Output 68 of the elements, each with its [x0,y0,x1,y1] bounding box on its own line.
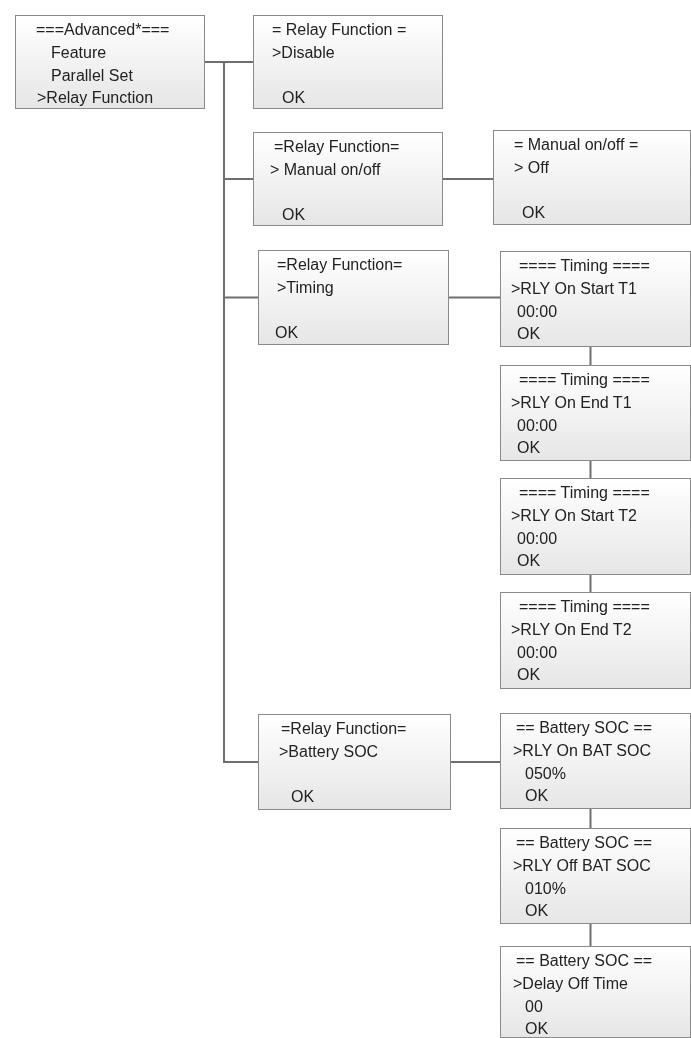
menu-heading: == Battery SOC == [516,833,653,852]
menu-screen-box [493,130,691,225]
menu-line: >RLY Off BAT SOC [513,856,651,875]
menu-line: 00:00 [517,529,558,548]
connector-line [450,761,501,763]
menu-heading: = Relay Function = [272,20,407,39]
menu-line: OK [517,665,541,684]
menu-line: OK [525,901,549,920]
menu-line: Feature [51,43,107,62]
menu-heading: ==== Timing ==== [519,370,650,389]
menu-line: >RLY On Start T1 [511,279,637,298]
menu-line: OK [282,205,306,224]
menu-screen-box [258,714,451,810]
menu-line: >Battery SOC [279,742,379,761]
menu-line: > Manual on/off [270,160,381,179]
connector-line [589,923,592,947]
menu-heading: == Battery SOC == [516,718,653,737]
menu-heading: =Relay Function= [281,719,407,738]
menu-heading: ==== Timing ==== [519,483,650,502]
menu-screen-box [500,592,691,689]
connector-line [589,574,592,593]
menu-screen-box [253,15,443,109]
menu-heading: == Battery SOC == [516,951,653,970]
menu-line: >Timing [277,278,334,297]
menu-line: >Delay Off Time [513,974,628,993]
menu-line: 00:00 [517,643,558,662]
menu-line: 00:00 [517,302,558,321]
menu-line: >RLY On End T2 [511,620,632,639]
menu-line: OK [282,88,306,107]
menu-line: 050% [525,764,566,783]
menu-line: OK [522,203,546,222]
menu-screen-box [258,250,449,345]
menu-heading: = Manual on/off = [514,135,639,154]
connector-line [442,178,494,180]
menu-heading: =Relay Function= [277,255,403,274]
menu-screen-box [500,251,691,347]
menu-screen-box [253,132,443,226]
menu-screen-box [500,828,691,924]
menu-line: >Disable [272,43,335,62]
menu-line: OK [525,1019,549,1038]
menu-heading: ===Advanced*=== [36,20,170,39]
menu-line: >RLY On Start T2 [511,506,637,525]
menu-line: 010% [525,879,566,898]
menu-line: Parallel Set [51,66,133,85]
menu-screen-box [500,478,691,575]
connector-line [589,460,592,479]
menu-line: >RLY On End T1 [511,393,632,412]
menu-line: OK [517,551,541,570]
menu-line: OK [291,787,315,806]
menu-heading: ==== Timing ==== [519,597,650,616]
menu-line: >Relay Function [37,88,154,107]
menu-screen-box [15,15,205,109]
menu-heading: =Relay Function= [274,137,400,156]
menu-line: > Off [514,158,549,177]
menu-heading: ==== Timing ==== [519,256,650,275]
menu-line: OK [275,323,299,342]
connector-line [448,296,501,299]
menu-line: >RLY On BAT SOC [513,741,651,760]
menu-line: OK [517,438,541,457]
menu-screen-box [500,946,691,1038]
menu-screen-box [500,365,691,461]
menu-line: OK [517,324,541,343]
connector-line [589,346,592,366]
menu-line: OK [525,786,549,805]
menu-line: 00:00 [517,416,558,435]
menu-line: 00 [525,997,543,1016]
connector-line [589,808,592,829]
menu-screen-box [500,713,691,809]
